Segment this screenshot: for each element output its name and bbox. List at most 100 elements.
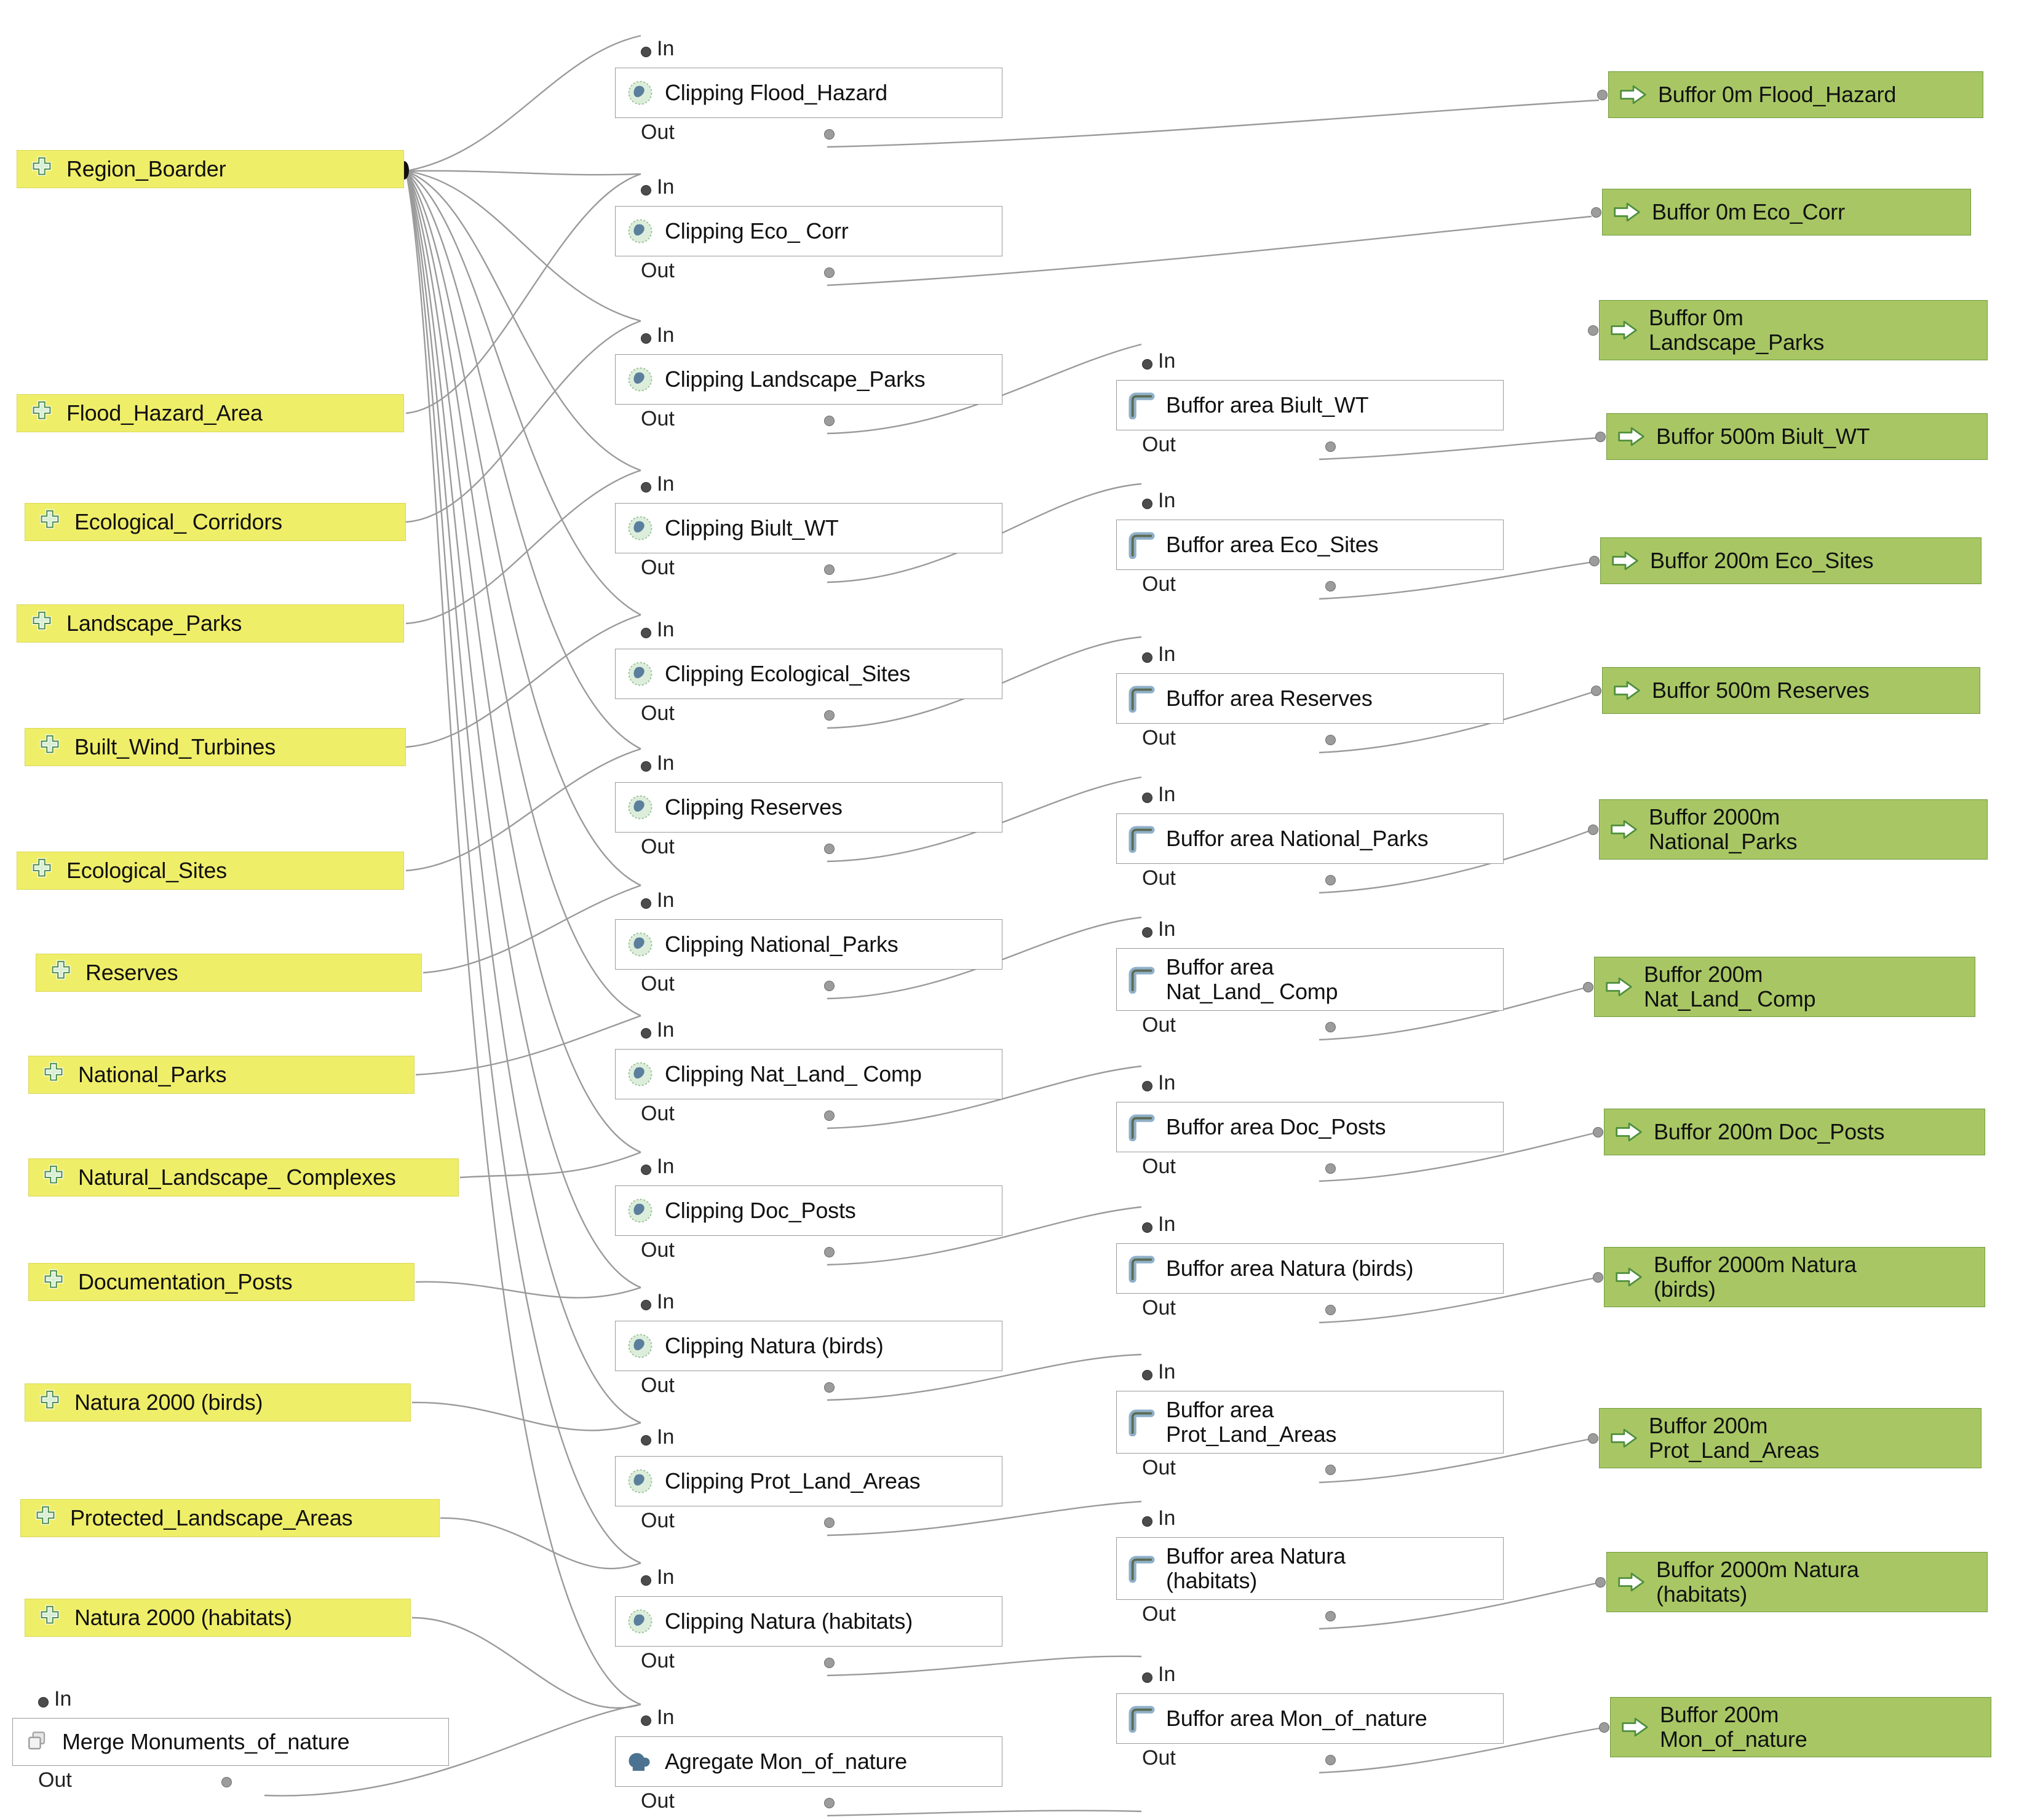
output-node-out_buffor_0m_flood_hazard[interactable]: Buffor 0m Flood_Hazard [1608, 71, 1983, 118]
buf_area_doc_posts-in-port-dot[interactable] [1142, 1081, 1152, 1091]
algorithm-node-buf_area_natura_habitats[interactable]: Buffor area Natura (habitats) [1116, 1537, 1504, 1600]
agregate_mon_of_nature-in-port-dot[interactable] [641, 1715, 651, 1726]
output-node-out_buffor_2000m_natura_habitats[interactable]: Buffor 2000m Natura (habitats) [1606, 1552, 1988, 1612]
buf_area_nat_land_comp-out-port-dot[interactable] [1325, 1022, 1336, 1032]
algorithm-node-clip_nat_land_comp[interactable]: Clipping Nat_Land_ Comp [615, 1049, 1002, 1099]
output-node-out_buffor_2000m_national_parks[interactable]: Buffor 2000m National_Parks [1599, 799, 1988, 860]
clip_ecological_sites-in-port-dot[interactable] [641, 628, 651, 638]
buf_area_national_parks-out-port-dot[interactable] [1325, 875, 1336, 885]
algorithm-node-buf_area_national_parks[interactable]: Buffor area National_Parks [1116, 813, 1504, 864]
input-node-natural_landscape_complexes[interactable]: Natural_Landscape_ Complexes [28, 1158, 459, 1197]
algorithm-node-clip_doc_posts[interactable]: Clipping Doc_Posts [615, 1185, 1002, 1236]
algorithm-node-clip_landscape_parks[interactable]: Clipping Landscape_Parks [615, 354, 1002, 405]
merge_monuments-out-port-dot[interactable] [221, 1777, 232, 1787]
output-node-out_buffor_200m_mon_of_nature[interactable]: Buffor 200m Mon_of_nature [1610, 1697, 1991, 1757]
clip_natura_habitats-out-port-dot[interactable] [824, 1658, 835, 1668]
clip_national_parks-in-port-dot[interactable] [641, 898, 651, 909]
algorithm-node-buf_area_mon_of_nature[interactable]: Buffor area Mon_of_nature [1116, 1693, 1504, 1744]
algorithm-node-clip_ecological_sites[interactable]: Clipping Ecological_Sites [615, 649, 1002, 699]
clip_flood_hazard-out-port-dot[interactable] [824, 129, 835, 140]
input-node-protected_landscape_areas[interactable]: Protected_Landscape_Areas [20, 1499, 440, 1537]
agregate_mon_of_nature-out-port-dot[interactable] [824, 1798, 835, 1808]
input-node-ecological_sites[interactable]: Ecological_Sites [17, 852, 404, 890]
input-node-region_boarder[interactable]: Region_Boarder [17, 150, 404, 188]
algorithm-node-buf_area_nat_land_comp[interactable]: Buffor area Nat_Land_ Comp [1116, 948, 1504, 1011]
algorithm-node-buf_area_biult_wt[interactable]: Buffor area Biult_WT [1116, 380, 1504, 430]
clip_landscape_parks-in-port-dot[interactable] [641, 333, 651, 344]
buf_area_eco_sites-in-port-dot[interactable] [1142, 499, 1152, 509]
clip_landscape_parks-out-port-dot[interactable] [824, 416, 835, 426]
buf_area_natura_habitats-in-port-dot[interactable] [1142, 1516, 1152, 1527]
output-node-out_buffor_200m_prot_land_areas[interactable]: Buffor 200m Prot_Land_Areas [1599, 1408, 1981, 1468]
buf_area_natura_birds-out-port-dot[interactable] [1325, 1305, 1336, 1315]
algorithm-node-clip_eco_corr[interactable]: Clipping Eco_ Corr [615, 206, 1002, 256]
buf_area_biult_wt-in-port-dot[interactable] [1142, 359, 1152, 370]
buf_area_mon_of_nature-in-port-dot[interactable] [1142, 1672, 1152, 1683]
out_buffor_200m_mon_of_nature-in-port-dot[interactable] [1599, 1722, 1609, 1733]
algorithm-node-clip_national_parks[interactable]: Clipping National_Parks [615, 919, 1002, 970]
input-node-built_wind_turbines[interactable]: Built_Wind_Turbines [25, 728, 406, 766]
out_buffor_0m_flood_hazard-in-port-dot[interactable] [1597, 90, 1608, 100]
clip_national_parks-out-port-dot[interactable] [824, 981, 835, 991]
out_buffor_500m_biult_wt-in-port-dot[interactable] [1595, 432, 1606, 442]
buf_area_nat_land_comp-in-port-dot[interactable] [1142, 927, 1152, 938]
algorithm-node-clip_natura_habitats[interactable]: Clipping Natura (habitats) [615, 1596, 1002, 1647]
output-node-out_buffor_200m_doc_posts[interactable]: Buffor 200m Doc_Posts [1604, 1109, 1985, 1155]
buf_area_eco_sites-out-port-dot[interactable] [1325, 581, 1336, 592]
buf_area_national_parks-in-port-dot[interactable] [1142, 793, 1152, 803]
algorithm-node-buf_area_reserves[interactable]: Buffor area Reserves [1116, 673, 1504, 724]
input-node-natura_2000_habitats[interactable]: Natura 2000 (habitats) [25, 1599, 411, 1637]
algorithm-node-buf_area_prot_land[interactable]: Buffor area Prot_Land_Areas [1116, 1391, 1504, 1454]
buf_area_prot_land-in-port-dot[interactable] [1142, 1370, 1152, 1380]
output-node-out_buffor_500m_biult_wt[interactable]: Buffor 500m Biult_WT [1606, 413, 1988, 460]
buf_area_doc_posts-out-port-dot[interactable] [1325, 1163, 1336, 1174]
out_buffor_2000m_national_parks-in-port-dot[interactable] [1588, 825, 1598, 835]
clip_flood_hazard-in-port-dot[interactable] [641, 47, 651, 57]
algorithm-node-buf_area_doc_posts[interactable]: Buffor area Doc_Posts [1116, 1102, 1504, 1152]
out_buffor_2000m_natura_birds-in-port-dot[interactable] [1593, 1272, 1603, 1283]
output-node-out_buffor_200m_nat_land_comp[interactable]: Buffor 200m Nat_Land_ Comp [1594, 957, 1975, 1017]
output-node-out_buffor_2000m_natura_birds[interactable]: Buffor 2000m Natura (birds) [1604, 1247, 1985, 1307]
merge_monuments-in-port-dot[interactable] [38, 1697, 49, 1707]
buf_area_natura_birds-in-port-dot[interactable] [1142, 1222, 1152, 1233]
out_buffor_200m_doc_posts-in-port-dot[interactable] [1593, 1127, 1603, 1138]
algorithm-node-agregate_mon_of_nature[interactable]: Agregate Mon_of_nature [615, 1736, 1002, 1787]
algorithm-node-clip_prot_land_areas[interactable]: Clipping Prot_Land_Areas [615, 1456, 1002, 1506]
buf_area_reserves-in-port-dot[interactable] [1142, 652, 1152, 663]
input-node-national_parks[interactable]: National_Parks [28, 1056, 415, 1094]
out_buffor_200m_eco_sites-in-port-dot[interactable] [1589, 556, 1600, 566]
buf_area_biult_wt-out-port-dot[interactable] [1325, 441, 1336, 452]
out_buffor_0m_landscape_parks-in-port-dot[interactable] [1588, 325, 1598, 336]
algorithm-node-clip_reserves[interactable]: Clipping Reserves [615, 782, 1002, 833]
clip_reserves-out-port-dot[interactable] [824, 844, 835, 854]
algorithm-node-buf_area_natura_birds[interactable]: Buffor area Natura (birds) [1116, 1243, 1504, 1294]
clip_nat_land_comp-out-port-dot[interactable] [824, 1110, 835, 1121]
algorithm-node-merge_monuments[interactable]: Merge Monuments_of_nature [12, 1718, 449, 1766]
buf_area_prot_land-out-port-dot[interactable] [1325, 1465, 1336, 1475]
out_buffor_200m_prot_land_areas-in-port-dot[interactable] [1588, 1433, 1598, 1444]
out_buffor_0m_eco_corr-in-port-dot[interactable] [1591, 207, 1601, 218]
input-node-flood_hazard_area[interactable]: Flood_Hazard_Area [17, 394, 404, 432]
algorithm-node-clip_flood_hazard[interactable]: Clipping Flood_Hazard [615, 68, 1002, 118]
out_buffor_500m_reserves-in-port-dot[interactable] [1591, 686, 1601, 696]
output-node-out_buffor_0m_eco_corr[interactable]: Buffor 0m Eco_Corr [1602, 189, 1971, 235]
buf_area_mon_of_nature-out-port-dot[interactable] [1325, 1755, 1336, 1765]
input-node-landscape_parks[interactable]: Landscape_Parks [17, 604, 404, 643]
clip_eco_corr-out-port-dot[interactable] [824, 267, 835, 278]
clip_natura_habitats-in-port-dot[interactable] [641, 1575, 651, 1586]
algorithm-node-clip_natura_birds[interactable]: Clipping Natura (birds) [615, 1321, 1002, 1371]
clip_doc_posts-in-port-dot[interactable] [641, 1165, 651, 1175]
output-node-out_buffor_0m_landscape_parks[interactable]: Buffor 0m Landscape_Parks [1599, 300, 1988, 360]
clip_nat_land_comp-in-port-dot[interactable] [641, 1028, 651, 1039]
output-node-out_buffor_200m_eco_sites[interactable]: Buffor 200m Eco_Sites [1600, 537, 1981, 584]
input-node-natura_2000_birds[interactable]: Natura 2000 (birds) [25, 1383, 411, 1422]
clip_biult_wt-in-port-dot[interactable] [641, 482, 651, 493]
clip_reserves-in-port-dot[interactable] [641, 761, 651, 772]
clip_prot_land_areas-in-port-dot[interactable] [641, 1435, 651, 1446]
algorithm-node-buf_area_eco_sites[interactable]: Buffor area Eco_Sites [1116, 520, 1504, 570]
output-node-out_buffor_500m_reserves[interactable]: Buffor 500m Reserves [1602, 667, 1980, 714]
clip_biult_wt-out-port-dot[interactable] [824, 564, 835, 575]
input-node-documentation_posts[interactable]: Documentation_Posts [28, 1263, 415, 1301]
clip_doc_posts-out-port-dot[interactable] [824, 1247, 835, 1257]
